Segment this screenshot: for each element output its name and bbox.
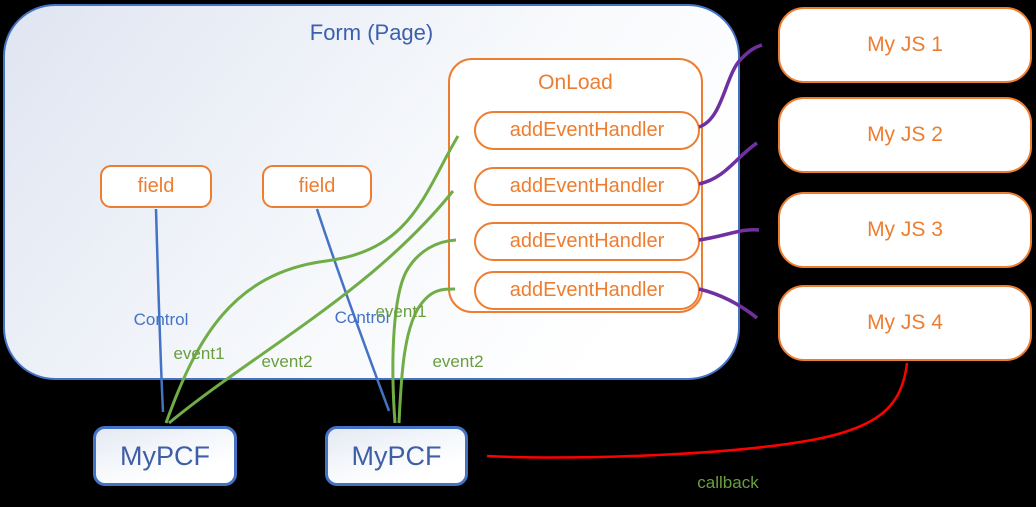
add-event-handler-node-3: addEventHandler <box>474 222 700 261</box>
field-node-1: field <box>100 165 212 208</box>
my-js-node-4: My JS 4 <box>778 285 1032 361</box>
control-label-left: Control <box>133 310 189 329</box>
my-js-node-3: My JS 3 <box>778 192 1032 268</box>
add-event-handler-1-label: addEventHandler <box>509 119 665 141</box>
callback-label: callback <box>697 473 759 492</box>
my-pcf-node-2: MyPCF <box>325 426 468 486</box>
my-js-node-1: My JS 1 <box>778 7 1032 83</box>
my-pcf-2-label: MyPCF <box>351 440 442 471</box>
event1-label-left: event1 <box>173 344 225 363</box>
add-event-handler-node-1: addEventHandler <box>474 111 700 150</box>
my-pcf-1-label: MyPCF <box>120 440 210 471</box>
field-node-1-label: field <box>137 175 175 197</box>
form-page-title: Form (Page) <box>309 20 434 45</box>
add-event-handler-node-4: addEventHandler <box>474 271 700 310</box>
add-event-handler-3-label: addEventHandler <box>509 230 665 252</box>
field-node-2: field <box>262 165 372 208</box>
event2-label-right: event2 <box>432 352 484 371</box>
add-event-handler-2-label: addEventHandler <box>509 175 665 197</box>
event1-label-right: event1 <box>375 302 427 321</box>
my-js-node-2: My JS 2 <box>778 97 1032 173</box>
my-js-4-label: My JS 4 <box>867 311 943 334</box>
onload-title: OnLoad <box>538 71 613 94</box>
add-event-handler-node-2: addEventHandler <box>474 167 700 206</box>
my-js-1-label: My JS 1 <box>867 33 943 56</box>
my-pcf-node-1: MyPCF <box>93 426 237 486</box>
onload-container: OnLoad addEventHandler addEventHandler a… <box>448 58 703 313</box>
add-event-handler-4-label: addEventHandler <box>509 279 665 301</box>
field-node-2-label: field <box>298 175 336 197</box>
my-js-2-label: My JS 2 <box>867 123 943 146</box>
event2-label-left: event2 <box>261 352 313 371</box>
my-js-3-label: My JS 3 <box>867 218 943 241</box>
